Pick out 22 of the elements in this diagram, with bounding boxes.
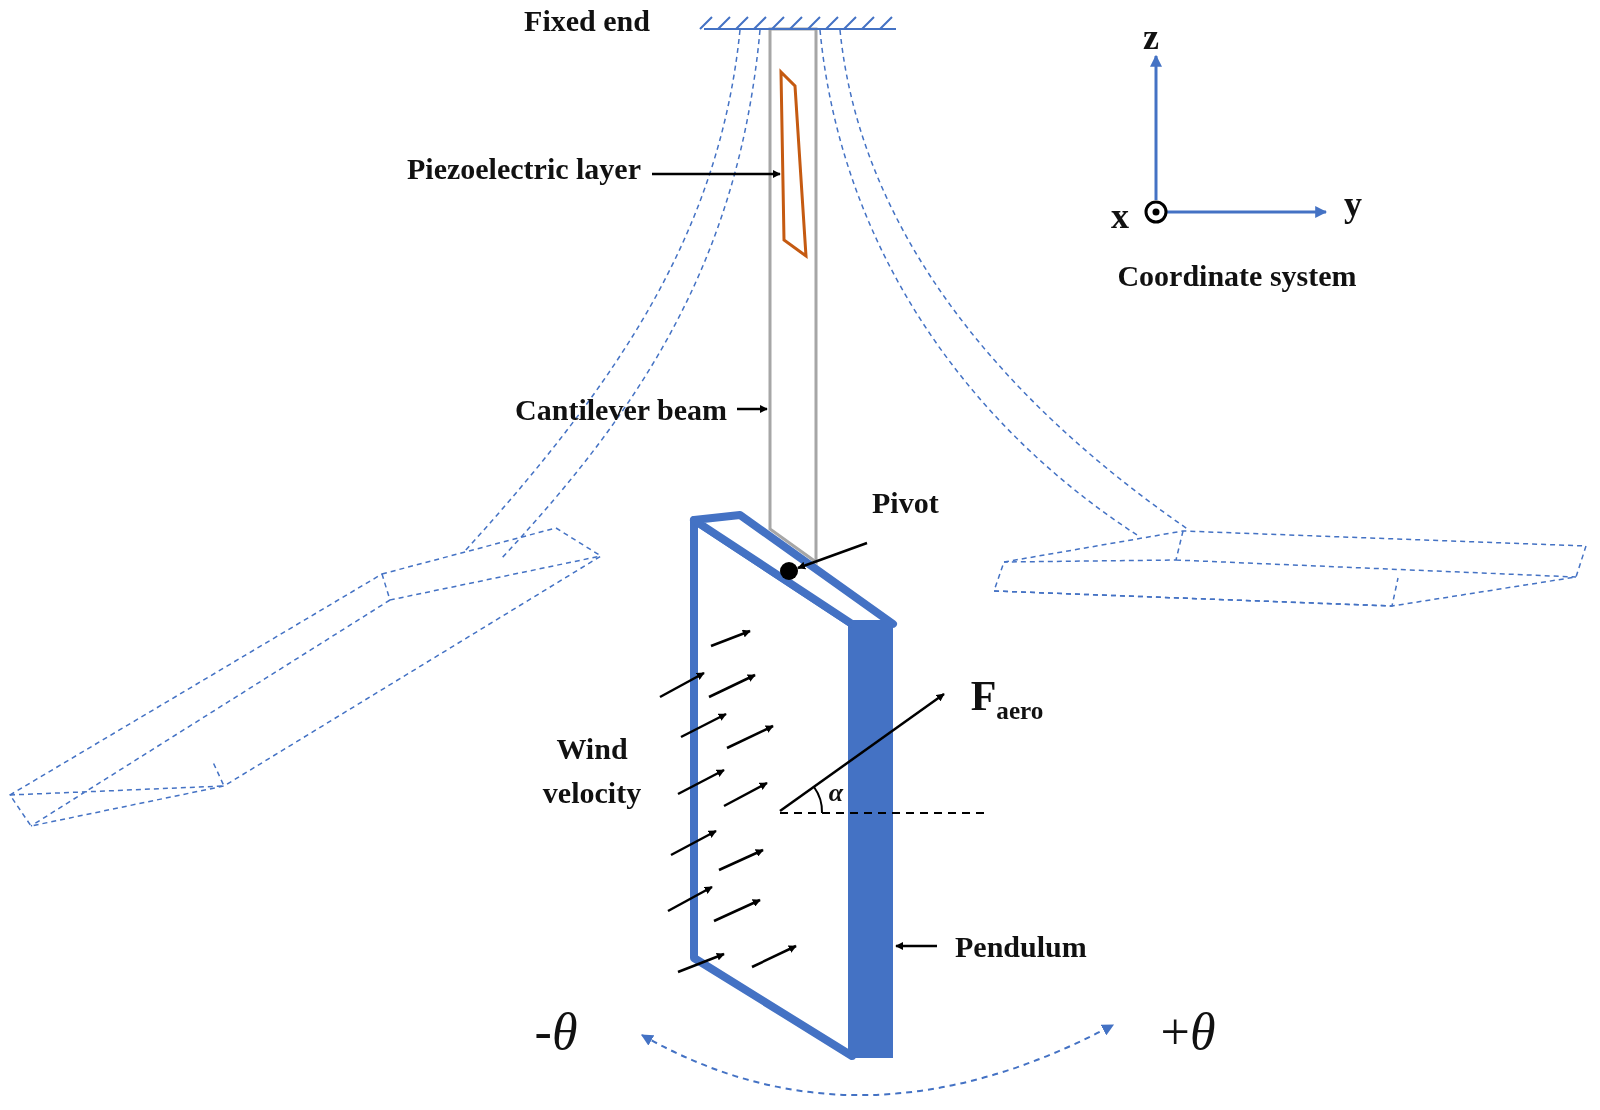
force-label: F$_{aero}$ [970, 673, 1044, 725]
axis-label: x [1111, 197, 1129, 237]
wind-velocity-label: Wind velocity [541, 730, 643, 811]
angle-label: α [828, 778, 844, 808]
part-label: Piezoelectric layer [407, 151, 641, 185]
fixed-end-label: Fixed end [524, 3, 650, 37]
part-label: Pendulum [955, 929, 1087, 963]
coordinate-system-label: Coordinate system [1117, 258, 1357, 292]
leader-line [797, 541, 868, 570]
leader-line [737, 405, 768, 413]
axis-label: y [1344, 185, 1362, 225]
piezoelectric-layer [779, 68, 808, 260]
part-label: Pivot [872, 485, 939, 519]
leader-line [895, 942, 937, 950]
angle-label: -θ [534, 1003, 578, 1061]
part-label: Cantilever beam [515, 392, 727, 426]
pendulum-plate [690, 511, 897, 1060]
angle-label: +θ [1160, 1003, 1216, 1061]
cantilever-beam [768, 27, 818, 565]
leader-line [652, 170, 781, 178]
axis-label: z [1143, 18, 1159, 58]
pivot-dot [780, 562, 798, 580]
